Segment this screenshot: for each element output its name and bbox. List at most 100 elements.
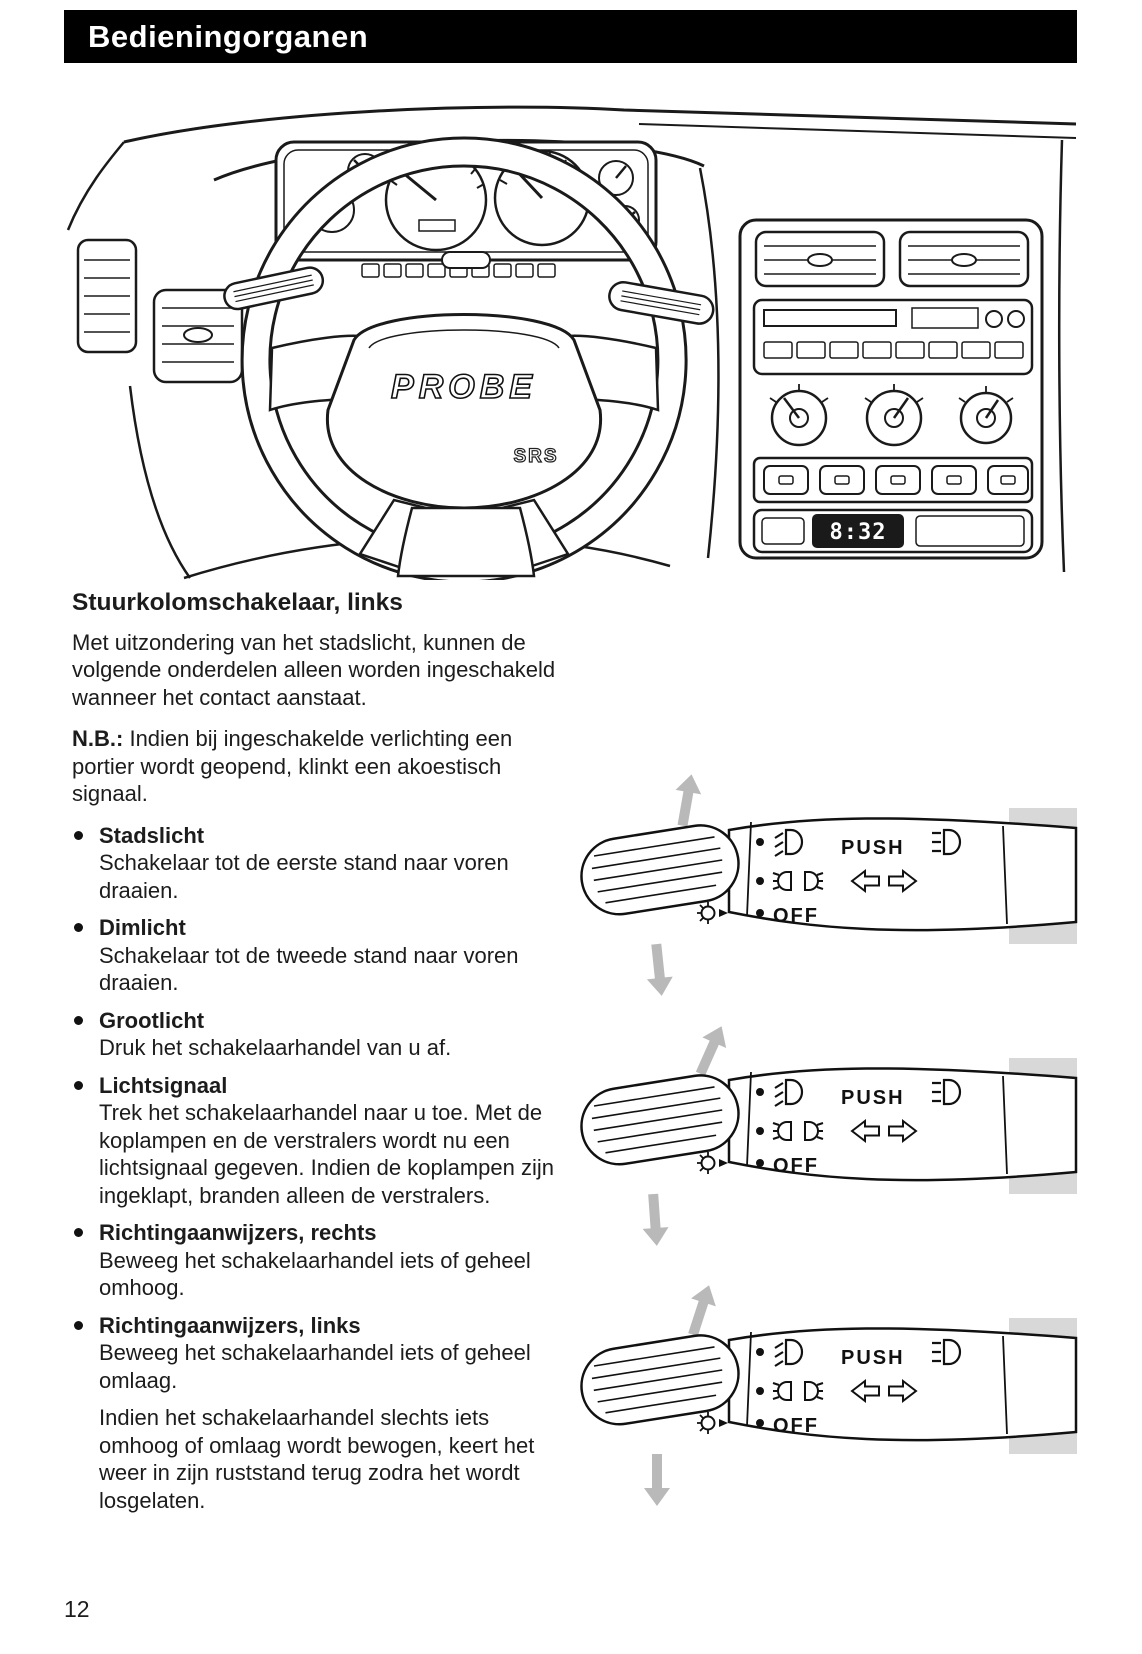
bullet-marker bbox=[74, 830, 83, 840]
page-number: 12 bbox=[64, 1596, 90, 1622]
panel-light-icon bbox=[696, 1151, 729, 1175]
fan-knob-icon bbox=[769, 384, 829, 447]
airflow-knob-icon bbox=[958, 386, 1014, 445]
body-text-column: Stuurkolomschakelaar, links Met uitzonde… bbox=[72, 588, 556, 1528]
clock-time-text: 8:32 bbox=[830, 520, 887, 545]
bullet-marker bbox=[74, 1015, 83, 1025]
high-beam-icon bbox=[930, 1338, 962, 1366]
panel-light-icon bbox=[696, 1411, 729, 1435]
position-dot bbox=[756, 877, 764, 885]
stalk-illustration-3: PUSH OFF bbox=[578, 1282, 1078, 1512]
bullet-marker bbox=[74, 923, 83, 933]
radio-unit bbox=[752, 298, 1034, 376]
collar-lines bbox=[746, 1071, 1008, 1175]
position-dot bbox=[756, 1159, 764, 1167]
clock-display: 8:32 bbox=[752, 508, 1034, 554]
left-knee-panel bbox=[128, 385, 192, 579]
item-title: Lichtsignaal bbox=[99, 1072, 228, 1098]
rotate-up-arrow-icon bbox=[688, 1022, 734, 1080]
item-text: Beweeg het schakelaarhandel iets of gehe… bbox=[99, 1247, 531, 1301]
item-text: Druk het schakelaarhandel van u af. bbox=[99, 1035, 452, 1061]
controls-list: Stadslicht Schakelaar tot de eerste stan… bbox=[72, 822, 556, 1395]
dashboard-illustration: PROBE SRS bbox=[64, 80, 1078, 580]
climate-controls bbox=[769, 384, 1014, 447]
stalk-drawing: PUSH OFF bbox=[580, 1282, 1078, 1506]
item-text: Schakelaar tot de tweede stand naar vore… bbox=[99, 942, 519, 996]
door-vent-icon bbox=[76, 238, 138, 354]
position-dot bbox=[756, 1127, 764, 1135]
position-dot bbox=[756, 1387, 764, 1395]
bullet-marker bbox=[74, 1320, 83, 1330]
rotate-down-arrow-icon bbox=[643, 942, 675, 998]
position-dot bbox=[756, 1348, 764, 1356]
switch-row bbox=[752, 456, 1034, 504]
list-item: Grootlicht Druk het schakelaarhandel van… bbox=[72, 1007, 556, 1062]
chapter-title: Bedieningorganen bbox=[88, 18, 369, 54]
item-title: Dimlicht bbox=[99, 915, 186, 941]
item-title: Richtingaanwijzers, links bbox=[99, 1312, 361, 1338]
rotate-up-arrow-icon bbox=[669, 772, 705, 828]
list-item: Dimlicht Schakelaar tot de tweede stand … bbox=[72, 914, 556, 997]
section-title: Stuurkolomschakelaar, links bbox=[72, 589, 403, 616]
position-dot bbox=[756, 1088, 764, 1096]
high-beam-icon bbox=[930, 1078, 962, 1106]
item-text: Beweeg het schakelaarhandel iets of gehe… bbox=[99, 1340, 531, 1393]
right-stalk-lever bbox=[608, 280, 715, 325]
rotate-up-arrow-icon bbox=[680, 1282, 722, 1339]
left-door-edge bbox=[66, 141, 125, 231]
rotate-down-arrow-icon bbox=[644, 1454, 670, 1506]
nb-label: N.B.: bbox=[72, 726, 124, 752]
temperature-knob-icon bbox=[864, 384, 924, 447]
right-dash-edge bbox=[1057, 139, 1066, 573]
item-title: Grootlicht bbox=[99, 1007, 205, 1033]
console-vent-left-icon bbox=[754, 230, 886, 288]
dash-top-edge-2 bbox=[638, 123, 1077, 139]
center-dash-contour bbox=[698, 167, 720, 559]
off-label: OFF bbox=[773, 1415, 819, 1437]
list-item: Richtingaanwijzers, links Beweeg het sch… bbox=[72, 1312, 556, 1395]
dashboard-drawing: PROBE SRS bbox=[66, 105, 1077, 580]
bullet-marker bbox=[74, 1080, 83, 1090]
push-label: PUSH bbox=[841, 837, 905, 859]
stalk-handle bbox=[580, 1334, 740, 1426]
item-title: Richtingaanwijzers, rechts bbox=[99, 1220, 377, 1246]
list-item: Richtingaanwijzers, rechts Beweeg het sc… bbox=[72, 1219, 556, 1302]
stalk-handle bbox=[580, 1074, 740, 1166]
list-item: Lichtsignaal Trek het schakelaarhandel n… bbox=[72, 1072, 556, 1210]
collar-lines bbox=[746, 821, 1008, 925]
off-label: OFF bbox=[773, 905, 819, 927]
item-text: Schakelaar tot de eerste stand naar vore… bbox=[99, 850, 509, 903]
steering-column bbox=[396, 506, 536, 578]
push-label: PUSH bbox=[841, 1087, 905, 1109]
outro-paragraph: Indien het schakelaarhandel slechts iets… bbox=[99, 1405, 535, 1513]
off-label: OFF bbox=[773, 1155, 819, 1177]
collar-lines bbox=[746, 1331, 1008, 1435]
list-item: Stadslicht Schakelaar tot de eerste stan… bbox=[72, 822, 556, 905]
wheel-logo-text: PROBE bbox=[391, 368, 537, 406]
dash-top-edge bbox=[123, 105, 1077, 144]
console-vent-right-icon bbox=[898, 230, 1030, 288]
intro-paragraph: Met uitzondering van het stadslicht, kun… bbox=[72, 629, 556, 710]
stalk-handle bbox=[580, 824, 740, 916]
stalk-drawing: PUSH OFF bbox=[580, 772, 1078, 998]
position-dot bbox=[756, 909, 764, 917]
item-title: Stadslicht bbox=[99, 822, 205, 848]
position-dot bbox=[756, 838, 764, 846]
chapter-header: Bedieningorganen bbox=[64, 10, 1077, 63]
bullet-marker bbox=[74, 1228, 83, 1238]
stalk-drawing: PUSH OFF bbox=[580, 1022, 1078, 1247]
stalk-illustration-2: PUSH OFF bbox=[578, 1022, 1078, 1252]
nb-text: Indien bij ingeschakelde verlichting een… bbox=[72, 726, 513, 807]
steering-wheel-hub: PROBE SRS bbox=[325, 313, 603, 510]
item-text: Trek het schakelaarhandel naar u toe. Me… bbox=[99, 1100, 554, 1208]
push-label: PUSH bbox=[841, 1347, 905, 1369]
stalk-illustration-1: PUSH OFF bbox=[578, 772, 1078, 1002]
panel-light-icon bbox=[696, 901, 729, 925]
airbag-label-text: SRS bbox=[513, 446, 558, 467]
left-stalk-lever bbox=[223, 266, 325, 311]
center-console: 8:32 bbox=[738, 218, 1044, 560]
rotate-down-arrow-icon bbox=[640, 1193, 670, 1247]
high-beam-icon bbox=[930, 828, 962, 856]
wheel-top-marker bbox=[441, 251, 491, 269]
